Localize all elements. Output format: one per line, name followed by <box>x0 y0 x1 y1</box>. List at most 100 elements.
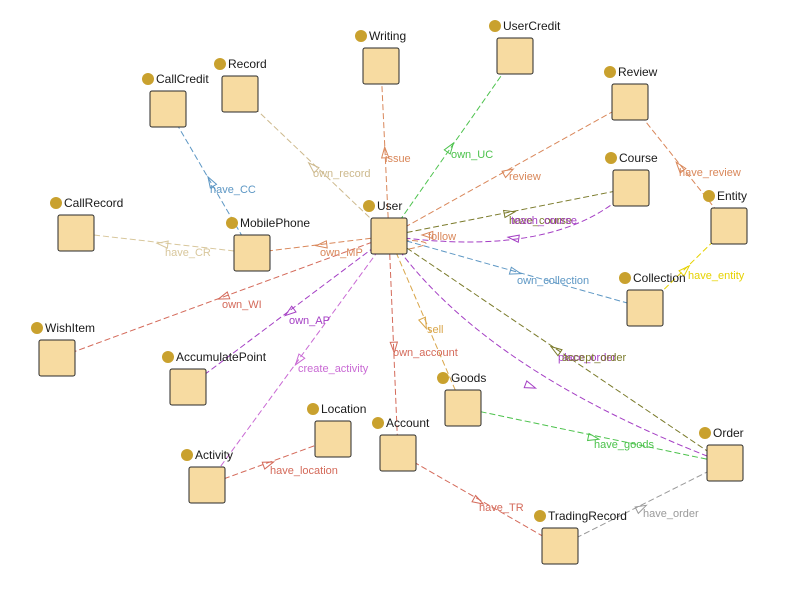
edge-label: teach_course <box>511 215 577 227</box>
class-dot-icon <box>355 30 367 42</box>
node-label: Order <box>713 426 744 440</box>
edge-label: have_TR <box>479 502 524 514</box>
class-dot-icon <box>226 217 238 229</box>
node-entity[interactable]: Entity <box>703 189 748 245</box>
node-box[interactable] <box>379 434 417 472</box>
node-label: CallCredit <box>156 72 209 86</box>
arrow-icon <box>508 266 523 275</box>
edge-own-UC <box>388 55 516 237</box>
arrow-icon <box>261 461 276 470</box>
edge-label: have_CR <box>165 247 211 259</box>
node-course[interactable]: Course <box>605 151 658 207</box>
node-tradingrecord[interactable]: TradingRecord <box>534 509 627 565</box>
edge-label: have_location <box>270 465 338 477</box>
node-label: Entity <box>717 189 747 203</box>
class-dot-icon <box>489 20 501 32</box>
class-dot-icon <box>437 372 449 384</box>
node-callcredit[interactable]: CallCredit <box>142 72 209 128</box>
arrow-icon <box>207 175 218 189</box>
node-label: Writing <box>369 29 406 43</box>
node-label: Course <box>619 151 658 165</box>
edge-teach-course <box>388 187 632 243</box>
node-label: TradingRecord <box>548 509 627 523</box>
node-box[interactable] <box>314 420 352 458</box>
node-activity[interactable]: Activity <box>181 448 233 504</box>
edge-label: own_UC <box>451 149 493 161</box>
class-dot-icon <box>142 73 154 85</box>
arrow-icon <box>314 240 328 249</box>
node-box[interactable] <box>233 234 271 272</box>
arrow-icon <box>502 209 517 219</box>
node-box[interactable] <box>612 169 650 207</box>
node-user[interactable]: User <box>363 199 408 255</box>
node-box[interactable] <box>626 289 664 327</box>
node-label: Collection <box>633 271 686 285</box>
node-label: MobilePhone <box>240 216 310 230</box>
node-review[interactable]: Review <box>604 65 658 121</box>
node-order[interactable]: Order <box>699 426 744 482</box>
node-record[interactable]: Record <box>214 57 267 113</box>
edge-label: own_collection <box>517 275 589 287</box>
arrow-icon <box>506 234 520 243</box>
edge-label: have_entity <box>688 270 745 282</box>
node-box[interactable] <box>221 75 259 113</box>
class-dot-icon <box>703 190 715 202</box>
node-location[interactable]: Location <box>307 402 366 458</box>
edge-have-CC <box>167 108 253 254</box>
arrow-icon <box>155 240 169 249</box>
edge-own-account <box>388 235 399 454</box>
node-label: Activity <box>195 448 233 462</box>
node-account[interactable]: Account <box>372 416 430 472</box>
arrow-icon <box>294 353 306 367</box>
node-box[interactable] <box>370 217 408 255</box>
node-writing[interactable]: Writing <box>355 29 406 85</box>
edge-own-WI <box>56 235 390 359</box>
node-box[interactable] <box>169 368 207 406</box>
edge-label: have_order <box>643 508 699 520</box>
edge-have-course <box>388 187 632 237</box>
arrow-icon <box>216 291 231 300</box>
arrow-icon <box>380 145 390 159</box>
node-usercredit[interactable]: UserCredit <box>489 19 561 75</box>
node-collection[interactable]: Collection <box>619 271 686 327</box>
node-box[interactable] <box>149 90 187 128</box>
edge-label: own_MP <box>320 247 363 259</box>
edge-own-AP <box>187 235 390 388</box>
edge-review <box>388 101 631 237</box>
node-box[interactable] <box>362 47 400 85</box>
node-callrecord[interactable]: CallRecord <box>50 196 123 252</box>
arrow-icon <box>389 341 399 355</box>
node-accumulatepoint[interactable]: AccumulatePoint <box>162 350 267 406</box>
node-box[interactable] <box>710 207 748 245</box>
node-box[interactable] <box>444 389 482 427</box>
edge-label: issue <box>385 153 411 165</box>
edge-create-activity <box>206 235 390 486</box>
class-dot-icon <box>534 510 546 522</box>
arrow-icon <box>586 432 601 442</box>
arrow-icon <box>549 345 563 357</box>
node-goods[interactable]: Goods <box>437 371 486 427</box>
node-box[interactable] <box>541 527 579 565</box>
node-label: Goods <box>451 371 486 385</box>
node-box[interactable] <box>706 444 744 482</box>
node-label: Review <box>618 65 658 79</box>
node-box[interactable] <box>57 214 95 252</box>
node-box[interactable] <box>496 37 534 75</box>
node-wishitem[interactable]: WishItem <box>31 321 95 377</box>
arrow-icon <box>443 141 455 155</box>
edge-own-MP <box>251 235 390 254</box>
arrow-icon <box>501 168 515 179</box>
node-box[interactable] <box>611 83 649 121</box>
node-label: UserCredit <box>503 19 561 33</box>
edge-have-CR <box>75 232 253 254</box>
node-box[interactable] <box>188 466 226 504</box>
class-dot-icon <box>363 200 375 212</box>
edge-label: own_WI <box>222 299 262 311</box>
node-mobilephone[interactable]: MobilePhone <box>226 216 310 272</box>
class-dot-icon <box>214 58 226 70</box>
class-dot-icon <box>181 449 193 461</box>
node-box[interactable] <box>38 339 76 377</box>
